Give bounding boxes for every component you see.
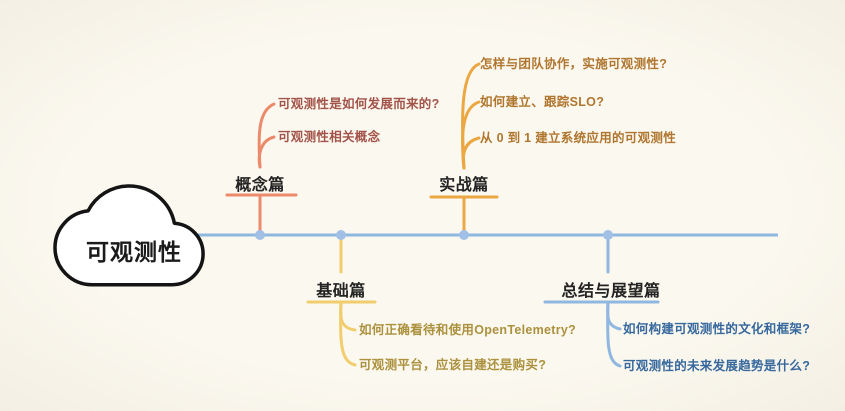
branch-item: 如何建立、跟踪SLO? — [480, 95, 605, 109]
branch-item: 如何正确看待和使用OpenTelemetry? — [359, 323, 577, 337]
branch-item: 如何构建可观测性的文化和框架? — [623, 322, 811, 336]
branch-item: 可观测性的未来发展趋势是什么? — [623, 359, 811, 373]
branch-lines-concept — [225, 102, 298, 237]
branch-label-basics: 基础篇 — [316, 283, 366, 300]
branch-label-concept: 概念篇 — [235, 177, 285, 194]
branch-item: 怎样与团队协作，实施可观测性? — [480, 57, 668, 71]
branch-item: 从 0 到 1 建立系统应用的可观测性 — [480, 131, 676, 145]
branch-lines-practice — [429, 62, 499, 237]
branch-item: 可观测性是如何发展而来的? — [278, 97, 440, 111]
cloud-shape — [53, 184, 205, 287]
branch-item: 可观测平台，应该自建还是购买? — [359, 358, 547, 372]
root-node-label: 可观测性 — [86, 239, 182, 265]
branch-label-summary: 总结与展望篇 — [561, 283, 661, 300]
branch-label-practice: 实战篇 — [439, 177, 489, 194]
branch-lines-basics — [306, 233, 377, 367]
branch-item: 可观测性相关概念 — [278, 130, 381, 144]
timeline-node-dots — [255, 230, 613, 240]
branch-lines-summary — [543, 233, 660, 368]
